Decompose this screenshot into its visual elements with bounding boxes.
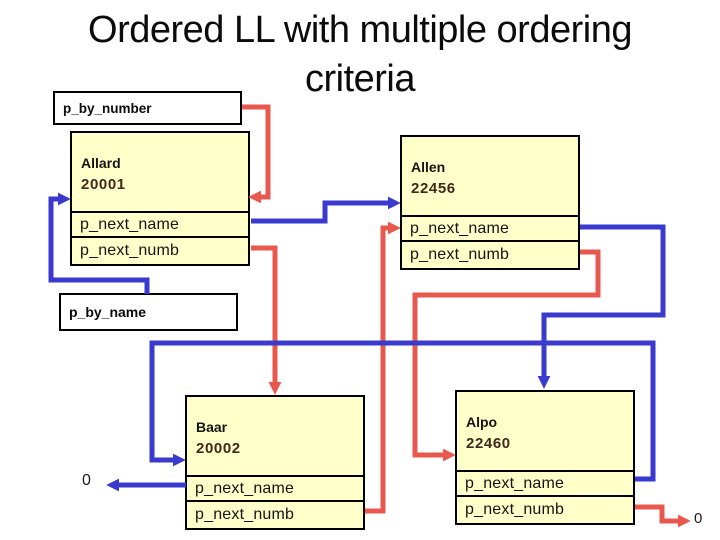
node-name: Baar <box>196 419 228 435</box>
head-pointer-p-by-number: p_by_number <box>53 91 242 125</box>
node-allard: Allard 20001 p_next_name p_next_numb <box>70 131 250 266</box>
baar-p-next-numb-field: p_next_numb <box>187 500 363 528</box>
baar-p-next-name-field: p_next_name <box>187 475 363 500</box>
node-name: Allard <box>81 155 121 171</box>
node-allen-data-cell: Allen 22456 <box>402 137 578 215</box>
node-number: 22460 <box>466 435 511 452</box>
arrow-baar-p-next-numb-to-allen <box>365 221 401 514</box>
p-by-number-label: p_by_number <box>63 100 152 116</box>
p-by-name-label: p_by_name <box>69 304 147 320</box>
number-list-null-terminator: 0 <box>694 510 703 527</box>
alpo-p-next-numb-field: p_next_numb <box>457 495 633 523</box>
alpo-p-next-name-field: p_next_name <box>457 470 633 495</box>
node-number: 20002 <box>196 440 241 457</box>
node-allard-data-cell: Allard 20001 <box>72 133 248 211</box>
allen-p-next-name-field: p_next_name <box>402 215 578 240</box>
arrow-allard-p-next-name-to-allen <box>251 196 401 224</box>
head-pointer-p-by-name: p_by_name <box>59 293 238 331</box>
allen-p-next-numb-field: p_next_numb <box>402 240 578 268</box>
allard-p-next-numb-field: p_next_numb <box>72 236 248 264</box>
node-name: Alpo <box>466 414 498 430</box>
node-number: 20001 <box>81 176 126 193</box>
node-allen: Allen 22456 p_next_name p_next_numb <box>400 135 580 270</box>
allard-p-next-name-field: p_next_name <box>72 211 248 236</box>
name-list-null-terminator: 0 <box>82 472 91 489</box>
slide-title-line-2: criteria <box>304 58 416 100</box>
node-alpo: Alpo 22460 p_next_name p_next_numb <box>455 390 635 525</box>
node-alpo-data-cell: Alpo 22460 <box>457 392 633 470</box>
slide-title-line-1: Ordered LL with multiple ordering <box>88 9 632 51</box>
node-baar: Baar 20002 p_next_name p_next_numb <box>185 395 365 530</box>
node-number: 22456 <box>411 180 456 197</box>
arrow-allard-p-next-numb-to-baar <box>251 245 282 395</box>
node-name: Allen <box>411 159 446 175</box>
slide-title: Ordered LL with multiple ordering criter… <box>0 6 720 104</box>
node-baar-data-cell: Baar 20002 <box>187 397 363 475</box>
arrow-alpo-p-next-numb-to-null <box>635 504 691 528</box>
